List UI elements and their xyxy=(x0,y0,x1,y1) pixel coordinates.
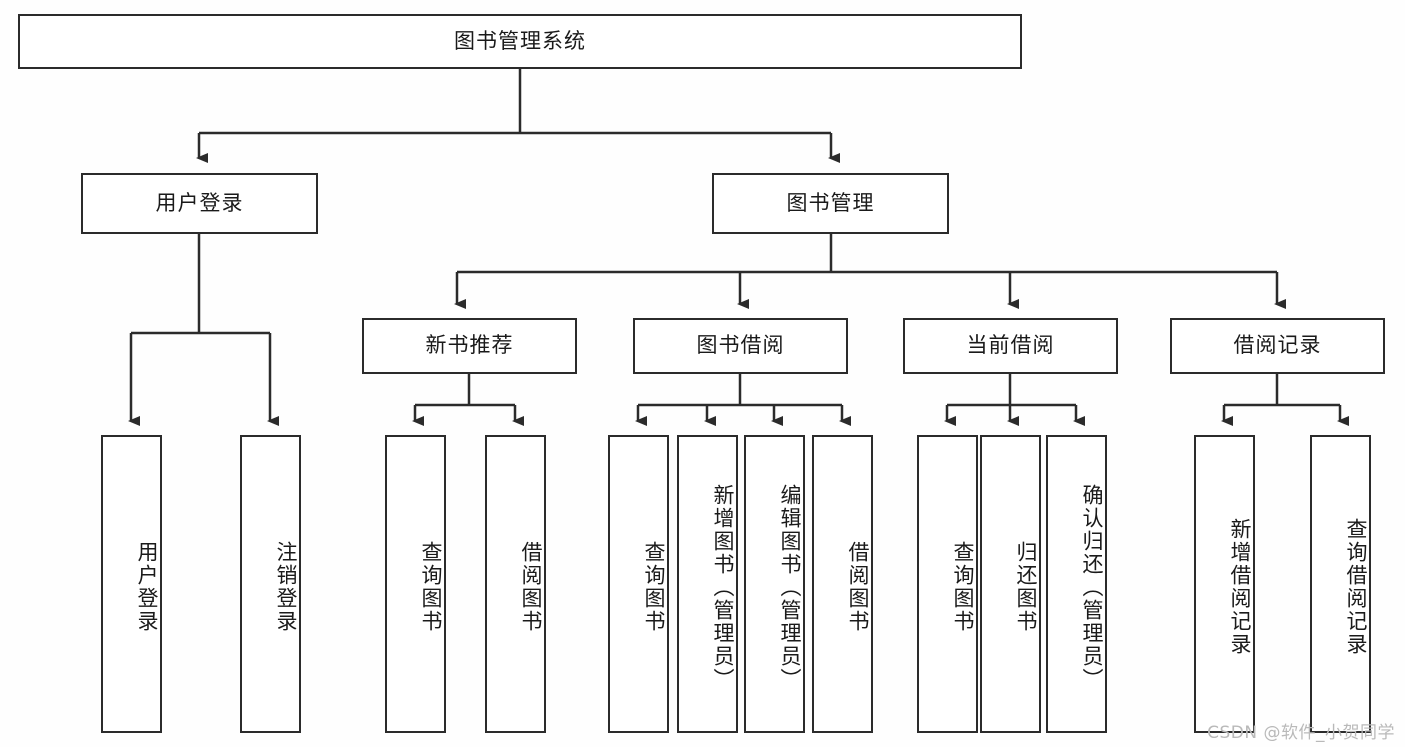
node-book-borrowing[interactable]: 图书借阅 xyxy=(633,318,848,374)
leaf-borrow-record-query-record[interactable]: 查询借阅记录 xyxy=(1310,435,1371,733)
leaf-user-login-logout[interactable]: 注销登录 xyxy=(240,435,301,733)
leaf-borrow-record-add-record[interactable]: 新增借阅记录 xyxy=(1194,435,1255,733)
node-label: 查询借阅记录 xyxy=(1344,518,1368,656)
node-label: 新增图书（管理员） xyxy=(711,483,735,691)
node-label: 编辑图书（管理员） xyxy=(778,483,802,691)
node-book-management[interactable]: 图书管理 xyxy=(712,173,949,234)
node-current-borrowing[interactable]: 当前借阅 xyxy=(903,318,1118,374)
node-label: 查询图书 xyxy=(951,541,975,633)
leaf-book-borrow-edit-book-admin[interactable]: 编辑图书（管理员） xyxy=(744,435,805,733)
node-label: 借阅图书 xyxy=(519,541,543,633)
leaf-current-borrow-query-book[interactable]: 查询图书 xyxy=(917,435,978,733)
watermark-text: CSDN @软件_小贺同学 xyxy=(1207,723,1395,743)
node-label: 用户登录 xyxy=(155,190,244,215)
node-label: 用户登录 xyxy=(135,541,159,633)
node-label: 确认归还（管理员） xyxy=(1080,483,1104,691)
node-label: 归还图书 xyxy=(1014,541,1038,633)
leaf-book-borrow-borrow-book[interactable]: 借阅图书 xyxy=(812,435,873,733)
leaf-book-borrow-add-book-admin[interactable]: 新增图书（管理员） xyxy=(677,435,738,733)
node-label: 新增借阅记录 xyxy=(1228,518,1252,656)
node-label: 图书管理 xyxy=(786,190,875,215)
leaf-new-book-query-book[interactable]: 查询图书 xyxy=(385,435,446,733)
node-label: 当前借阅 xyxy=(966,333,1055,358)
leaf-new-book-borrow-book[interactable]: 借阅图书 xyxy=(485,435,546,733)
node-label: 图书管理系统 xyxy=(454,28,586,53)
node-label: 注销登录 xyxy=(274,541,298,633)
leaf-current-borrow-confirm-return-admin[interactable]: 确认归还（管理员） xyxy=(1046,435,1107,733)
node-new-book-recommendation[interactable]: 新书推荐 xyxy=(362,318,577,374)
node-label: 图书借阅 xyxy=(696,333,785,358)
node-label: 新书推荐 xyxy=(425,333,514,358)
node-label: 查询图书 xyxy=(642,541,666,633)
node-label: 查询图书 xyxy=(419,541,443,633)
node-label: 借阅图书 xyxy=(846,541,870,633)
node-borrowing-records[interactable]: 借阅记录 xyxy=(1170,318,1385,374)
node-label: 借阅记录 xyxy=(1233,333,1322,358)
leaf-user-login-login[interactable]: 用户登录 xyxy=(101,435,162,733)
node-root-book-management-system[interactable]: 图书管理系统 xyxy=(18,14,1022,69)
leaf-book-borrow-query-book[interactable]: 查询图书 xyxy=(608,435,669,733)
leaf-current-borrow-return-book[interactable]: 归还图书 xyxy=(980,435,1041,733)
node-user-login[interactable]: 用户登录 xyxy=(81,173,318,234)
